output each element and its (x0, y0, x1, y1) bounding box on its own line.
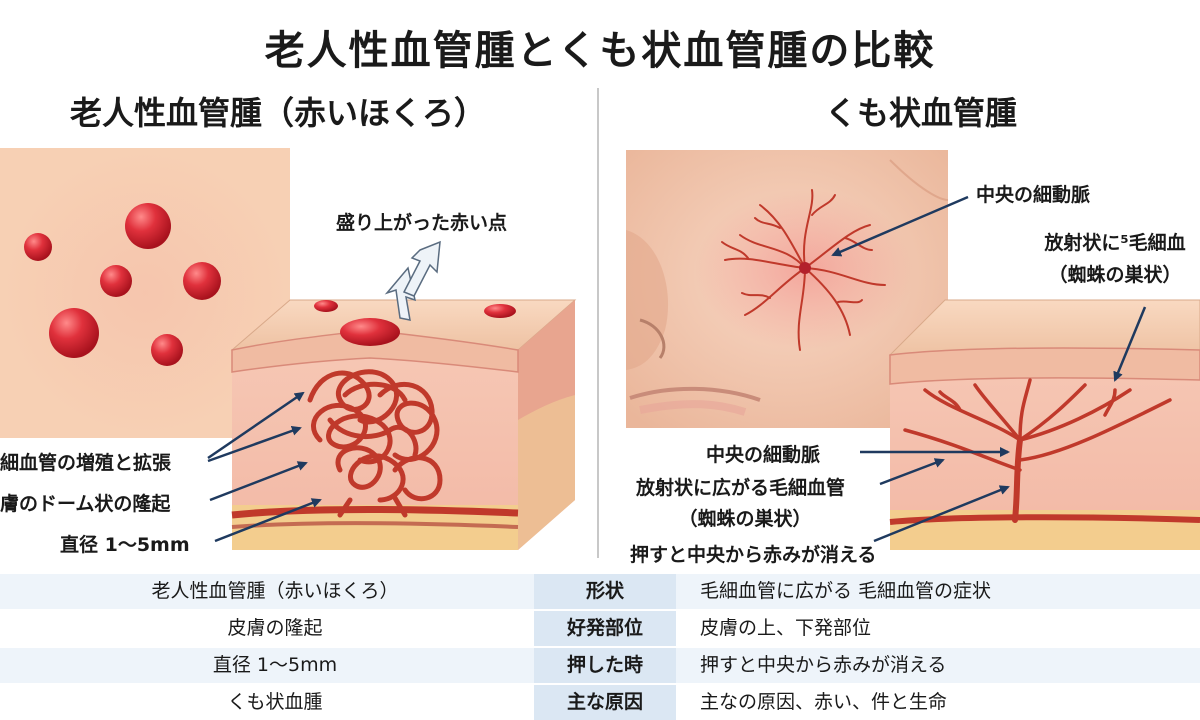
table-cell-left: 老人性血管腫（赤いほくろ） (151, 580, 399, 602)
left-heading: 老人性血管腫（赤いほくろ） (70, 94, 487, 132)
label-central-arteriole-top: 中央の細動脈 (976, 184, 1091, 206)
angioma-dot (151, 334, 183, 366)
left-skin-closeup (0, 148, 290, 438)
label-diameter: 直径 1～5mm (60, 534, 190, 556)
table-cell-right: 皮膚の上、下発部位 (700, 617, 872, 639)
table-row: 直径 1～5mm 押した時 押すと中央から赤みが消える (0, 648, 1200, 683)
table-cell-left: くも状血腫 (227, 691, 323, 713)
table-cell-right: 主なの原因、赤い、件と生命 (700, 691, 948, 713)
right-skin-block (888, 299, 1200, 550)
angioma-dot (49, 308, 99, 358)
table-cell-right: 押すと中央から赤みが消える (700, 654, 947, 676)
angioma-dot (100, 265, 132, 297)
table-row: くも状血腫 主な原因 主なの原因、赤い、件と生命 (0, 685, 1200, 720)
label-raised-red-dot: 盛り上がった赤い点 (336, 212, 508, 234)
table-cell-key: 主な原因 (534, 685, 676, 720)
table-row: 老人性血管腫（赤いほくろ） 形状 毛細血管に広がる 毛細血管の症状 (0, 574, 1200, 609)
label-spider-web-mid: （蜘蛛の巣状） (678, 508, 812, 530)
label-dome-elevation: 膚のドーム状の隆起 (0, 493, 171, 515)
table-cell-key: 押した時 (534, 648, 676, 683)
table-row: 皮膚の隆起 好発部位 皮膚の上、下発部位 (0, 611, 1200, 646)
angioma-dot (183, 262, 221, 300)
table-cell-key: 形状 (534, 574, 676, 609)
right-heading: くも状血管腫 (825, 94, 1018, 132)
label-press-blanch: 押すと中央から赤みが消える (630, 544, 877, 566)
label-vessel-proliferation: 細血管の増殖と拡張 (0, 452, 172, 474)
label-radial-capillaries-top: 放射状に⁵毛細血 (1044, 232, 1186, 254)
angioma-dot (24, 233, 52, 261)
comparison-table: 老人性血管腫（赤いほくろ） 形状 毛細血管に広がる 毛細血管の症状 皮膚の隆起 … (0, 572, 1200, 720)
left-arrows (207, 391, 322, 543)
table-cell-left: 皮膚の隆起 (227, 617, 323, 639)
double-arrow (384, 240, 441, 321)
angioma-dot (125, 203, 171, 249)
label-central-arteriole-mid: 中央の細動脈 (706, 444, 821, 466)
right-arrows (831, 195, 1147, 543)
label-radial-capillaries-mid: 放射状に広がる毛細血管 (636, 477, 846, 499)
left-skin-block (230, 299, 577, 550)
page-title: 老人性血管腫とくも状血管腫の比較 (264, 28, 936, 74)
table-cell-key: 好発部位 (534, 611, 676, 646)
table-cell-right: 毛細血管に広がる 毛細血管の症状 (700, 580, 992, 602)
column-divider (597, 88, 599, 558)
label-spider-web-top: （蜘蛛の巣状） (1048, 264, 1182, 286)
table-cell-left: 直径 1～5mm (212, 654, 338, 676)
